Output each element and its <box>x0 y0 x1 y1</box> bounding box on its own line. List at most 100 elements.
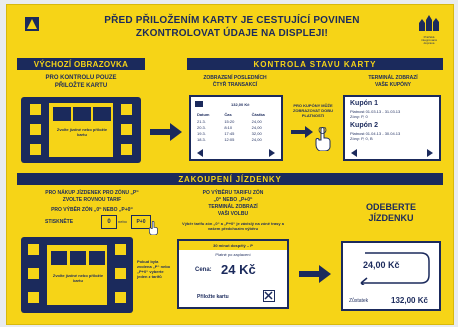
price-label: Cena: <box>195 267 212 273</box>
result-screen: 24,00 Kč Zůstatek 132,00 Kč <box>341 241 441 311</box>
buy-mid-note: Výběr tarifu zón „0“ a „P+0“ je závislý … <box>182 221 284 231</box>
terminal-button <box>114 267 127 280</box>
coupon1-zones: Zóny: P, 0 <box>350 114 368 119</box>
terminal-button <box>120 123 133 136</box>
transactions-screen: 132,00 Kč Datum Čas Částka 21.3. 15:20 24,… <box>189 95 283 161</box>
terminal-button <box>27 291 40 304</box>
coupon1-validity: Platnost 01.03.13 - 31.03.13 <box>350 109 401 114</box>
price-value: 24 Kč <box>221 262 256 277</box>
transactions-balance: 132,00 Kč <box>231 102 250 107</box>
hand-press-icon <box>313 126 335 152</box>
ticket-screen: 30 minut dospělý – P Platné po zaplacení… <box>177 239 289 309</box>
table-row: 20.3. 8:10 24,00 <box>197 125 279 130</box>
cancel-x-icon <box>263 290 275 302</box>
table-cell: 21.3. <box>197 119 206 124</box>
coupons-screen: Kupón 1 Platnost 01.03.13 - 31.03.13 Zón… <box>343 95 441 161</box>
coupon2-title: Kupón 2 <box>350 122 378 129</box>
info-poster: PŘED PŘILOŽENÍM KARTY JE CESTUJÍCÍ POVIN… <box>6 4 454 325</box>
arrow-right-icon <box>269 149 275 157</box>
buy-screen-text: Zvolte jízdné nebo přiložte kartu <box>52 273 104 283</box>
terminal-button <box>29 143 42 156</box>
ticket-caption: 30 minut dospělý – P <box>213 243 253 248</box>
section-buy-title: ZAKOUPENÍ JÍZDENKY <box>17 173 443 185</box>
terminal-device-buy: Zvolte jízdné nebo přiložte kartu <box>21 237 133 313</box>
terminal-button <box>114 291 127 304</box>
left-logo <box>25 17 39 31</box>
balance-label: Zůstatek <box>349 298 369 304</box>
terminal-button <box>120 143 133 156</box>
default-instruction-line1: PRO KONTROLU POUZE <box>45 75 117 81</box>
buy-screen: Zvolte jízdné nebo přiložte kartu <box>45 243 109 307</box>
terminal-button <box>29 123 42 136</box>
table-cell: 24,00 <box>251 119 262 124</box>
coupon1-title: Kupón 1 <box>350 100 378 107</box>
header-title-line2: ZKONTROLOVAT ÚDAJE NA DISPLEJI! <box>135 28 329 39</box>
table-cell: 12:05 <box>224 137 235 142</box>
table-cell: 24,00 <box>251 137 262 142</box>
arrow-right-icon <box>427 149 433 157</box>
check-middle-note: PRO KUPÓNY MŮŽE ZOBRAZOVAT DOBU PLATNOST… <box>292 103 334 118</box>
buy-mid-line2: „0“ NEBO „P+0“ <box>213 197 253 203</box>
table-cell: 24,00 <box>251 125 262 130</box>
buy-mid-line4: VAŠI VOLBU <box>217 211 249 217</box>
terminal-device-default: Zvolte jízdné nebo přiložte kartu <box>21 97 141 163</box>
default-instruction-line2: PŘILOŽTE KARTU <box>54 83 108 89</box>
coupon2-zones: Zóny: P, 0, B <box>350 136 373 141</box>
table-cell: 32,00 <box>251 131 262 136</box>
table-cell: 19.3. <box>197 131 206 136</box>
arrow-right-icon <box>150 123 182 141</box>
zone-button-0: 0 <box>101 215 117 229</box>
pid-logo-text: Pražská integrovaná doprava <box>421 35 437 45</box>
ticket-subcaption: Platné po zaplacení <box>215 252 251 257</box>
pid-logo-icon: Pražská integrovaná doprava <box>417 15 441 45</box>
terminal-button <box>114 243 127 256</box>
terminal-button <box>27 243 40 256</box>
tx-header-cell: Čas <box>224 112 232 117</box>
tx-header-cell: Datum <box>197 112 210 117</box>
section-default-title: VÝCHOZÍ OBRAZOVKA <box>17 58 145 70</box>
table-cell: 20.3. <box>197 125 206 130</box>
arrow-left-icon <box>197 149 203 157</box>
terminal-button <box>120 103 133 116</box>
terminal-button <box>27 267 40 280</box>
default-screen: Zvolte jízdné nebo přiložte kartu <box>47 101 115 159</box>
terminal-button <box>29 103 42 116</box>
zone-or-label: nebo <box>118 219 127 224</box>
table-cell: 15:20 <box>224 119 235 124</box>
attach-card-label: Přiložte kartu <box>197 294 229 300</box>
buy-mid-line3: TERMINÁL ZOBRAZÍ <box>208 204 258 210</box>
coupon2-validity: Platnost 01.04.13 - 30.04.13 <box>350 131 401 136</box>
zone-button-p0-label: P+0 <box>136 219 146 225</box>
arrow-left-icon <box>351 149 357 157</box>
zone-button-p0: P+0 <box>131 215 151 229</box>
zone-button-0-label: 0 <box>107 219 111 225</box>
check-right-caption-line2: VAŠE KUPÓNY <box>374 82 412 88</box>
transactions-header: Datum Čas Částka <box>197 112 279 117</box>
ticket-caption-bar: 30 minut dospělý – P <box>179 241 287 250</box>
buy-mid-line1: PO VÝBĚRU TARIFU ZÓN <box>202 190 264 196</box>
check-right-caption-line1: TERMINÁL ZOBRAZÍ <box>368 75 418 81</box>
buy-right-title-line1: ODEBERTE <box>365 202 416 212</box>
header-title-line1: PŘED PŘILOŽENÍM KARTY JE CESTUJÍCÍ POVIN… <box>104 15 360 26</box>
buy-left-line3: PRO VÝBĚR ZÓN „0“ NEBO „P+0“ <box>51 207 133 213</box>
default-screen-text: Zvolte jízdné nebo přiložte kartu <box>56 127 108 137</box>
table-row: 19.3. 17:45 32,00 <box>197 131 279 136</box>
arrow-right-icon <box>291 125 313 138</box>
table-cell: 8:10 <box>224 125 233 130</box>
buy-left-line4: STISKNĚTE <box>45 219 74 225</box>
buy-left-line2: ZVOLTE ROVNOU TARIF <box>62 197 122 203</box>
check-left-caption-line2: ČTYŘ TRANSAKCÍ <box>212 82 258 88</box>
buy-left-note: Pokud byla zvolena „P“ nebo „P+0“ vybert… <box>137 259 171 279</box>
hand-press-icon <box>147 220 161 236</box>
tx-header-cell: Částka <box>251 112 265 117</box>
check-left-caption-line1: ZOBRAZENÍ POSLEDNÍCH <box>203 75 267 81</box>
card-icon <box>195 101 203 107</box>
table-row: 21.3. 15:20 24,00 <box>197 119 279 124</box>
buy-left-line1: PRO NÁKUP JÍZDENEK PRO ZÓNU „P“ <box>45 190 139 196</box>
result-price: 24,00 Kč <box>363 260 400 270</box>
table-cell: 17:45 <box>224 131 235 136</box>
buy-right-title-line2: JÍZDENKU <box>368 213 414 223</box>
balance-value: 132,00 Kč <box>391 296 428 305</box>
arrow-right-icon <box>299 265 331 283</box>
